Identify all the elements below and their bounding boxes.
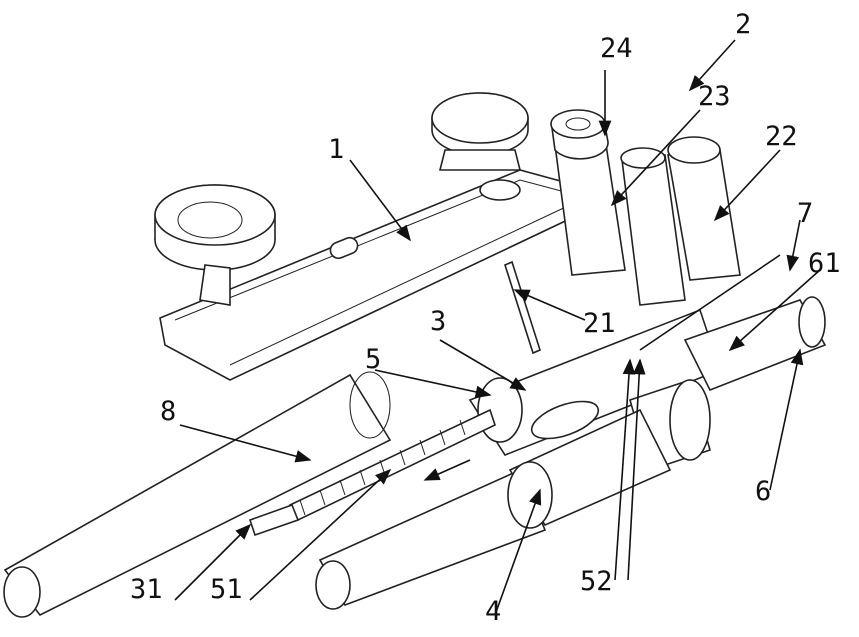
label-23: 23 — [698, 81, 731, 112]
tubes-part-2 — [551, 110, 740, 305]
base-beam-part-1 — [155, 93, 578, 380]
label-6: 6 — [755, 476, 771, 507]
label-5: 5 — [365, 344, 381, 375]
label-51: 51 — [210, 574, 243, 605]
label-31: 31 — [130, 574, 163, 605]
label-1: 1 — [328, 134, 344, 165]
rod-part-21 — [505, 262, 540, 353]
label-3: 3 — [430, 306, 446, 337]
label-52: 52 — [580, 566, 613, 597]
label-22: 22 — [765, 121, 798, 152]
label-21: 21 — [583, 308, 616, 339]
label-4: 4 — [485, 596, 501, 627]
label-61: 61 — [808, 248, 841, 279]
label-7: 7 — [797, 198, 813, 229]
label-2: 2 — [735, 9, 751, 40]
label-8: 8 — [160, 396, 176, 427]
label-24: 24 — [600, 33, 633, 64]
